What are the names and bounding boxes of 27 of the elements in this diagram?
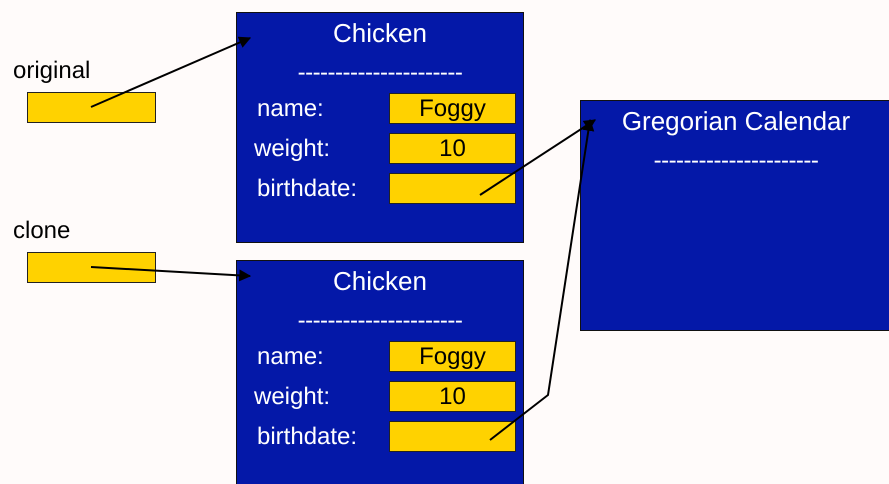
separator-line-text: ---------------------- [296,61,464,85]
field-label: name: [257,342,324,371]
class-name: Chicken [332,266,428,297]
separator-line-text: ---------------------- [296,309,464,333]
value-field [389,421,516,452]
arrow [479,119,596,196]
value-field: Foggy [389,93,516,124]
field-label: birthdate: [257,422,358,451]
arrow [489,118,594,441]
variable-name: clone [13,217,70,245]
value-field [389,173,516,204]
field-label: name: [257,94,324,123]
arrow [90,266,252,282]
object-box [236,12,524,243]
class-name: Chicken [332,18,428,49]
variable-name: original [13,57,90,85]
value-field: 10 [389,133,516,164]
field-label: birthdate: [257,174,358,203]
field-label: weight: [254,382,330,411]
field-label: weight: [254,134,330,163]
separator-line-text: ---------------------- [652,149,820,173]
class-name: Gregorian Calendar [620,106,852,137]
object-box [236,260,524,484]
object-box [580,100,889,331]
arrow [90,36,252,108]
value-field: Foggy [389,341,516,372]
value-field: 10 [389,381,516,412]
